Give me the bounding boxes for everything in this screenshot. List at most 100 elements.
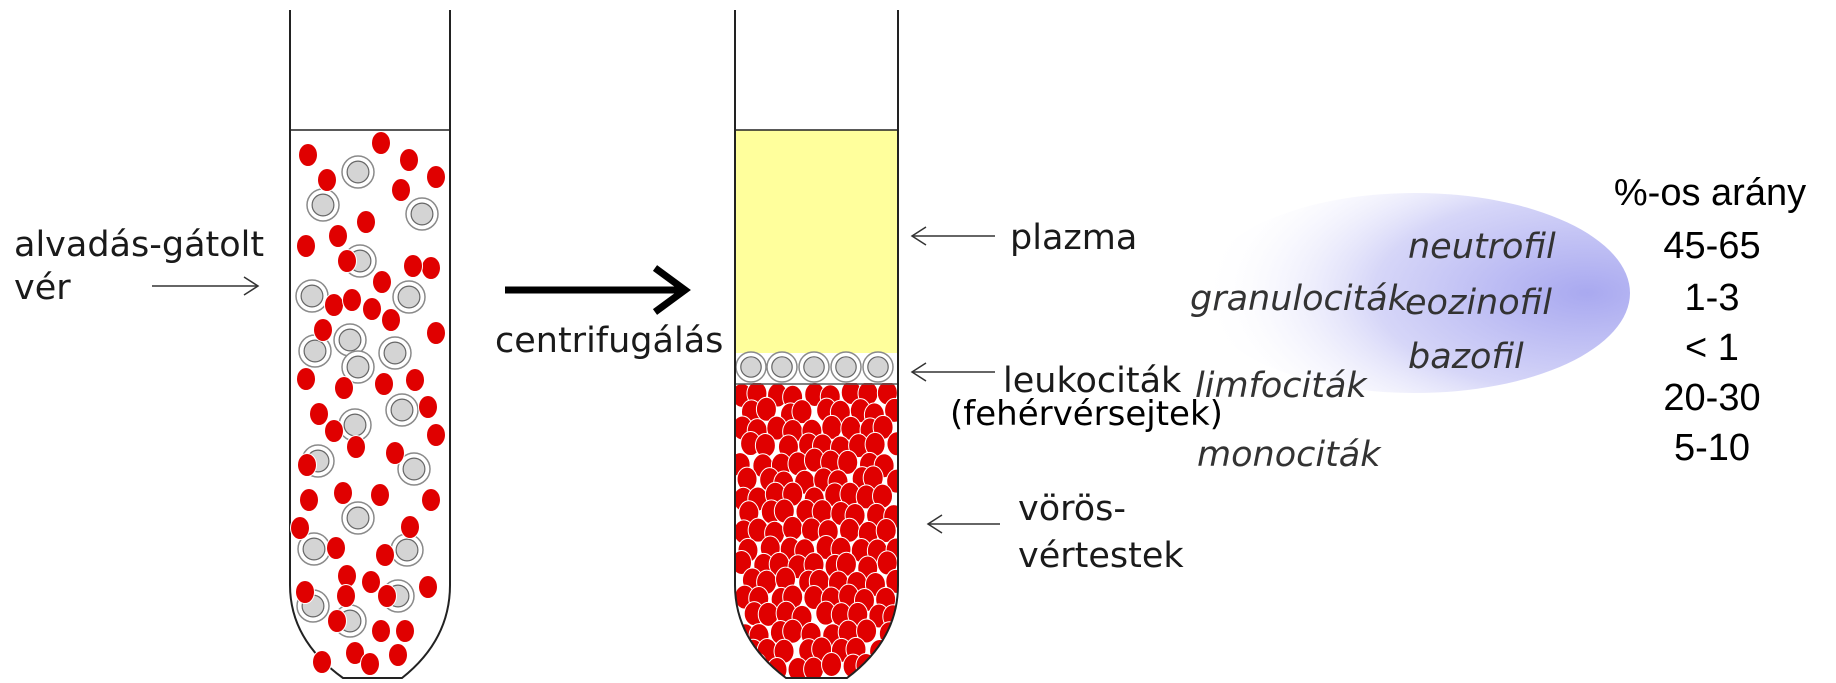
erythrocyte-pointer-arrow: [928, 515, 1000, 533]
red-blood-cell: [427, 166, 446, 189]
plasma-layer: [735, 130, 898, 353]
erythrocyte-sediment: [730, 380, 907, 681]
leukocyte-pointer-arrow: [912, 363, 995, 381]
tube-centrifuged: [730, 10, 907, 682]
white-blood-cell: [342, 156, 374, 188]
eosinophil-label: eozinofil: [1405, 283, 1552, 323]
red-blood-cell: [378, 585, 397, 608]
red-blood-cell: [329, 225, 348, 248]
red-blood-cell: [327, 537, 346, 560]
proportion-basophil: < 1: [1685, 327, 1739, 369]
red-blood-cell: [427, 424, 446, 447]
red-blood-cell: [310, 403, 329, 426]
white-blood-cell: [799, 352, 829, 382]
plasma-label: plazma: [1010, 218, 1137, 258]
red-blood-cell: [372, 132, 391, 155]
red-blood-cell: [363, 298, 382, 321]
white-blood-cell: [767, 352, 797, 382]
red-blood-cell: [337, 585, 356, 608]
red-blood-cell: [406, 369, 425, 392]
red-blood-cell: [375, 373, 394, 396]
monocytes-label: monociták: [1197, 435, 1382, 475]
red-blood-cell: [335, 377, 354, 400]
red-blood-cell: [419, 396, 438, 419]
proportion-eosinophil: 1-3: [1685, 277, 1740, 319]
white-blood-cell: [296, 280, 328, 312]
buffy-coat-leukocytes: [736, 352, 893, 382]
red-blood-cell: [298, 454, 317, 477]
red-blood-cell: [401, 516, 420, 539]
white-blood-cell: [393, 281, 425, 313]
red-blood-cell: [299, 144, 318, 167]
red-blood-cell: [382, 309, 401, 332]
red-blood-cell: [325, 294, 344, 317]
basophil-label: bazofil: [1408, 337, 1524, 377]
red-blood-cell: [300, 489, 319, 512]
leukocyte-alt-label: (fehérvérsejtek): [950, 394, 1223, 434]
red-blood-cell: [314, 319, 333, 342]
red-blood-cell: [392, 179, 411, 202]
red-blood-cell: [822, 653, 842, 677]
red-blood-cell: [872, 654, 892, 678]
red-blood-cell: [338, 250, 357, 273]
red-blood-cell: [373, 271, 392, 294]
centrifugation-arrow: [505, 268, 685, 312]
red-blood-cell: [389, 644, 408, 667]
proportion-lymphocyte: 20-30: [1663, 377, 1760, 419]
white-blood-cell: [386, 394, 418, 426]
input-label-line1: alvadás-gátolt: [14, 225, 264, 265]
red-blood-cell: [328, 610, 347, 633]
plasma-pointer-arrow: [912, 227, 995, 245]
red-blood-cell: [361, 653, 380, 676]
red-blood-cell: [396, 620, 415, 643]
centrifugation-label: centrifugálás: [495, 321, 723, 361]
red-blood-cell: [334, 482, 353, 505]
proportion-header: %-os arány: [1614, 172, 1806, 214]
white-blood-cell: [379, 337, 411, 369]
red-blood-cell: [856, 653, 876, 677]
red-blood-cell: [427, 322, 446, 345]
red-blood-cell: [347, 436, 366, 459]
red-blood-cell: [783, 516, 803, 540]
red-blood-cell: [422, 489, 441, 512]
red-blood-cell: [887, 432, 907, 456]
white-blood-cell: [736, 352, 766, 382]
red-blood-cell: [325, 420, 344, 443]
red-blood-cell: [386, 442, 405, 465]
red-blood-cell: [404, 255, 423, 278]
neutrophil-label: neutrofil: [1408, 227, 1556, 267]
red-blood-cell: [372, 620, 391, 643]
red-blood-cell: [297, 368, 316, 391]
red-blood-cell: [318, 169, 337, 192]
proportion-monocyte: 5-10: [1674, 427, 1750, 469]
tube-anticoagulated-blood: [290, 10, 450, 678]
red-blood-cell: [870, 639, 890, 663]
red-blood-cell: [422, 257, 441, 280]
red-blood-cell: [343, 289, 362, 312]
red-blood-cell: [376, 544, 395, 567]
red-blood-cell: [419, 576, 438, 599]
white-blood-cell: [391, 534, 423, 566]
tube-1-blood-cells: [291, 132, 446, 676]
lymphocytes-label: limfociták: [1195, 366, 1368, 406]
red-blood-cell: [297, 235, 316, 258]
white-blood-cell: [342, 502, 374, 534]
red-blood-cell: [357, 211, 376, 234]
erythrocyte-label-line2: vértestek: [1018, 536, 1184, 576]
granulocytes-label: granulociták: [1190, 279, 1410, 319]
erythrocyte-label-line1: vörös-: [1018, 489, 1126, 529]
input-arrow: [152, 277, 258, 295]
proportion-neutrophil: 45-65: [1663, 225, 1760, 267]
white-blood-cell: [307, 189, 339, 221]
red-blood-cell: [885, 638, 905, 662]
red-blood-cell: [291, 517, 310, 540]
input-label-line2: vér: [14, 268, 71, 308]
red-blood-cell: [371, 484, 390, 507]
red-blood-cell: [313, 651, 332, 674]
white-blood-cell: [406, 198, 438, 230]
red-blood-cell: [296, 581, 315, 604]
red-blood-cell: [733, 654, 753, 678]
white-blood-cell: [831, 352, 861, 382]
red-blood-cell: [338, 565, 357, 588]
